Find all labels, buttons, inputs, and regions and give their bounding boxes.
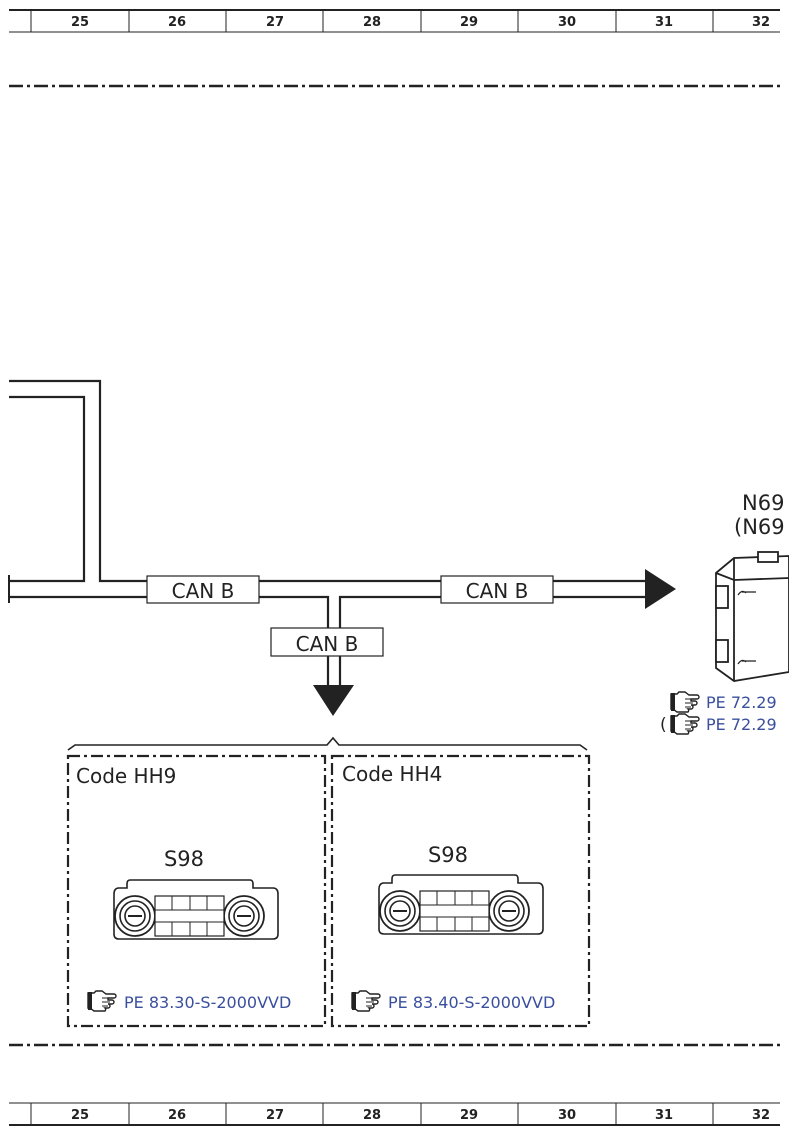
can-b-label-down: CAN B (270, 627, 384, 657)
module-label-alt: (N69 (734, 515, 785, 539)
option-brace (67, 736, 588, 751)
grid-col-32-bottom: 32 (752, 1108, 770, 1123)
option-code-hh9: Code HH9 (76, 764, 176, 788)
grid-col-25-bottom: 25 (71, 1108, 89, 1123)
option-code-hh4: Code HH4 (342, 762, 442, 786)
climate-control-panel-icon (378, 874, 544, 935)
grid-col-26-bottom: 26 (168, 1108, 186, 1123)
grid-col-29: 29 (460, 15, 478, 30)
grid-col-25: 25 (71, 15, 89, 30)
component-label-hh9: S98 (164, 847, 204, 871)
arrow-right (645, 569, 676, 609)
reference-link-hh9[interactable]: PE 83.30-S-2000VVD (124, 993, 291, 1012)
grid-col-30-bottom: 30 (558, 1108, 576, 1123)
pointing-hand-icon (670, 691, 700, 713)
grid-col-32: 32 (752, 15, 770, 30)
pointing-hand-icon (87, 990, 117, 1012)
arrow-down (313, 685, 354, 716)
option-box-hh4: Code HH4 S98 PE 83.40-S-2000VVD (330, 754, 591, 1028)
control-module-icon (715, 551, 789, 682)
climate-control-panel-icon (113, 879, 279, 940)
reference-link-hh4[interactable]: PE 83.40-S-2000VVD (388, 993, 555, 1012)
can-b-text-left: CAN B (172, 579, 235, 603)
grid-col-30: 30 (558, 15, 576, 30)
option-box-hh9: Code HH9 S98 PE 83.30-S-2000VVD (66, 754, 327, 1028)
grid-col-31: 31 (655, 15, 673, 30)
pointing-hand-icon (670, 713, 700, 735)
grid-col-27-bottom: 27 (266, 1108, 284, 1123)
can-b-label-left: CAN B (146, 575, 260, 604)
module-reference-link-1[interactable]: PE 72.29 (706, 693, 777, 712)
grid-col-26: 26 (168, 15, 186, 30)
can-bus-wires (9, 379, 648, 688)
reference-paren: ( (660, 715, 667, 735)
can-b-label-right: CAN B (440, 575, 554, 604)
module-label: N69 (742, 491, 784, 515)
top-grid-strip: 25 26 27 28 29 30 31 32 (9, 9, 780, 33)
bottom-grid-strip: 25 26 27 28 29 30 31 32 (9, 1102, 780, 1126)
grid-col-29-bottom: 29 (460, 1108, 478, 1123)
can-b-text-down: CAN B (296, 632, 359, 656)
grid-col-28-bottom: 28 (363, 1108, 381, 1123)
grid-col-28: 28 (363, 15, 381, 30)
pointing-hand-icon (351, 990, 381, 1012)
can-b-text-right: CAN B (466, 579, 529, 603)
module-reference-link-2[interactable]: PE 72.29 (706, 715, 777, 734)
grid-col-31-bottom: 31 (655, 1108, 673, 1123)
component-label-hh4: S98 (428, 843, 468, 867)
grid-col-27: 27 (266, 15, 284, 30)
